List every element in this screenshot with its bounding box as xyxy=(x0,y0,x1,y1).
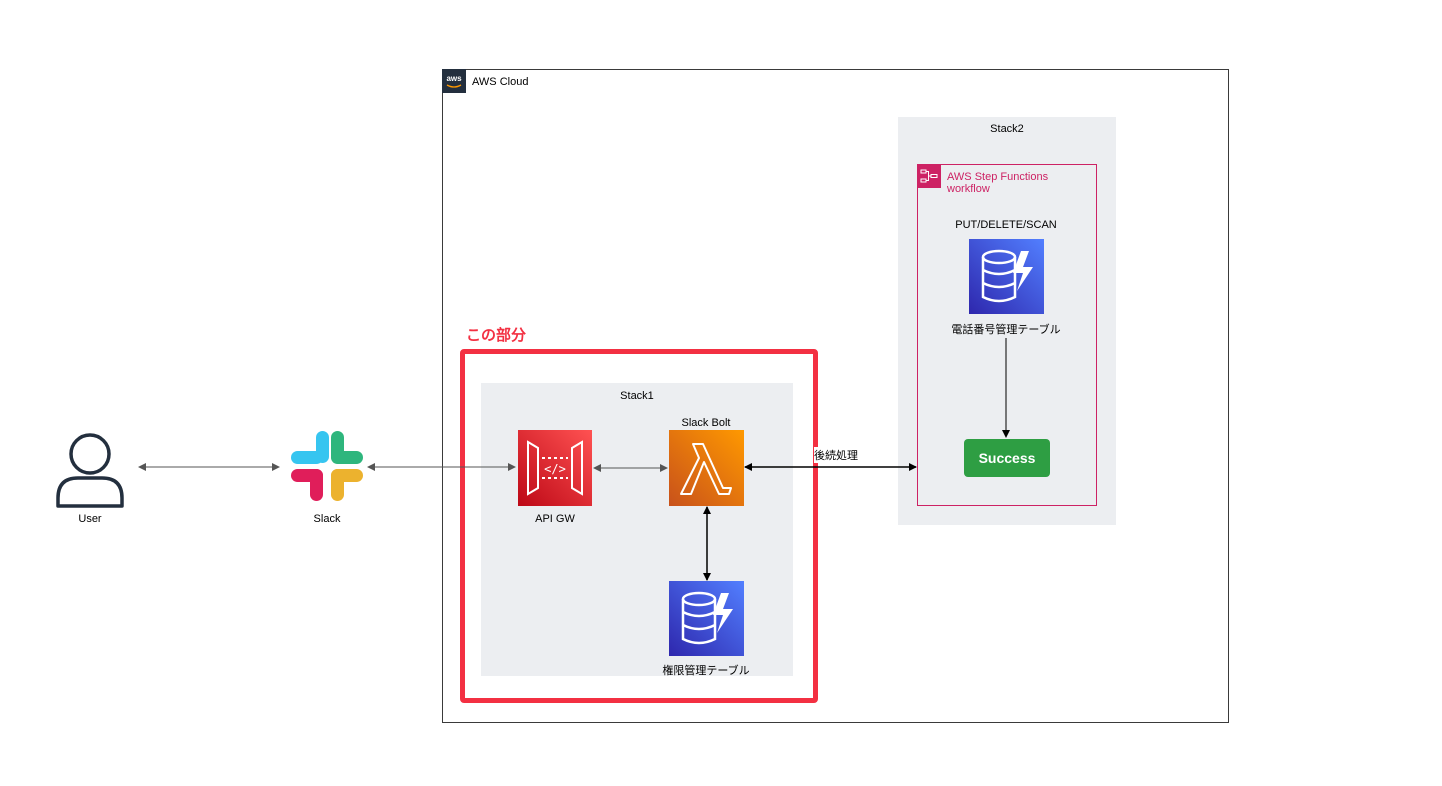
step-functions-icon xyxy=(917,164,941,188)
operation-label: PUT/DELETE/SCAN xyxy=(955,219,1057,231)
step-functions-workflow-group xyxy=(917,164,1097,506)
slack-icon xyxy=(289,429,365,505)
api-gateway-icon[interactable]: </> xyxy=(518,430,592,506)
aws-cloud-title: AWS Cloud xyxy=(472,76,529,88)
highlight-frame xyxy=(460,349,818,703)
stack2-title: Stack2 xyxy=(990,123,1024,135)
phone-table-label: 電話番号管理テーブル xyxy=(951,324,1061,336)
highlight-label: この部分 xyxy=(466,327,527,344)
step-functions-workflow-title: AWS Step Functions workflow xyxy=(947,171,1049,195)
dynamodb-icon[interactable] xyxy=(669,581,744,656)
edge-async-label: 後続処理 xyxy=(814,447,858,463)
user-icon xyxy=(55,432,125,508)
lambda-icon[interactable] xyxy=(669,430,744,506)
lambda-label: Slack Bolt xyxy=(681,417,731,429)
dynamodb-icon[interactable] xyxy=(969,239,1044,314)
aws-cloud-group xyxy=(442,69,1229,723)
svg-text:aws: aws xyxy=(446,74,462,83)
stack1-title: Stack1 xyxy=(620,390,654,402)
success-state[interactable]: Success xyxy=(964,439,1050,477)
api-gw-label: API GW xyxy=(535,513,575,525)
permission-table-label: 権限管理テーブル xyxy=(662,665,750,677)
slack-label: Slack xyxy=(313,513,341,525)
svg-text:</>: </> xyxy=(544,462,566,476)
user-label: User xyxy=(78,513,102,525)
aws-logo-icon: aws xyxy=(442,69,466,93)
